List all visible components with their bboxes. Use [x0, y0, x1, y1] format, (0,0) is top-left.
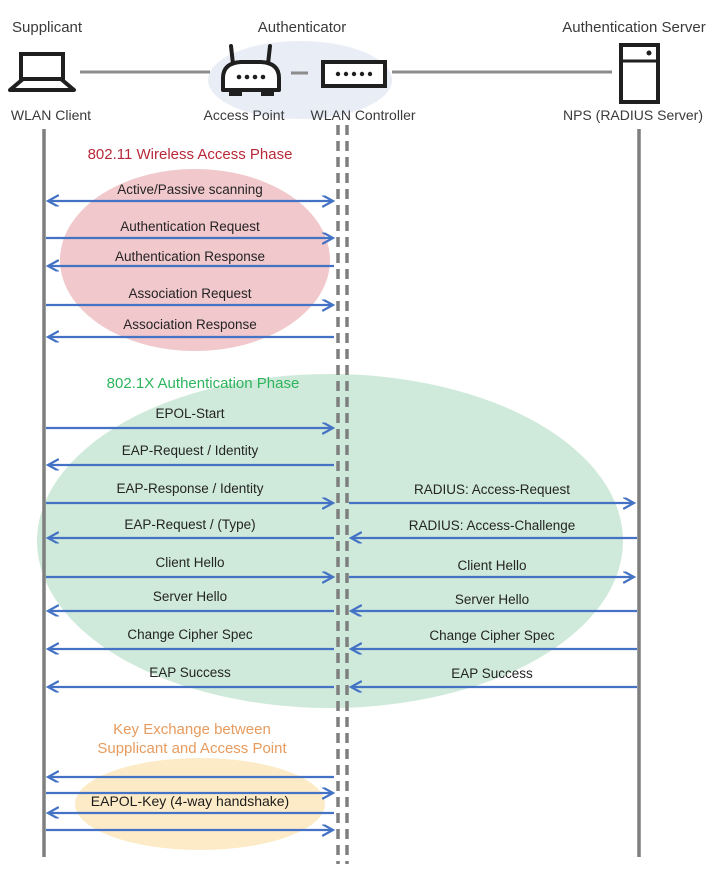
msg-active-passive-scanning: Active/Passive scanning	[117, 182, 263, 197]
device-label-access-point: Access Point	[203, 107, 285, 123]
laptop-icon	[8, 52, 76, 92]
msg-server-hello-left: Server Hello	[152, 589, 228, 604]
phase-title-80211: 802.11 Wireless Access Phase	[87, 146, 293, 163]
access-point-foot	[261, 90, 274, 96]
msg-eap-request-identity: EAP-Request / Identity	[121, 443, 259, 458]
message-arrows-left	[46, 201, 334, 830]
phase-title-key-line2: Supplicant and Access Point	[97, 739, 287, 757]
msg-change-cipher-spec-left: Change Cipher Spec	[127, 627, 253, 642]
access-point-icon	[221, 44, 281, 96]
msg-eap-success-left: EAP Success	[149, 665, 231, 680]
msg-eap-response-identity: EAP-Response / Identity	[116, 481, 264, 496]
msg-client-hello-left: Client Hello	[155, 555, 225, 570]
msg-authentication-response: Authentication Response	[114, 249, 266, 264]
msg-authentication-request: Authentication Request	[120, 219, 260, 234]
msg-change-cipher-spec-right: Change Cipher Spec	[429, 628, 555, 643]
msg-eap-success-right: EAP Success	[451, 666, 533, 681]
message-arrows-right	[349, 503, 637, 687]
phase-key-exchange-ellipse	[75, 758, 325, 850]
phase-title-key-line1: Key Exchange between	[113, 721, 271, 738]
device-label-wlan-client: WLAN Client	[10, 107, 92, 123]
phase-8021x-ellipse	[37, 374, 623, 708]
msg-client-hello-right: Client Hello	[457, 558, 527, 573]
phase-title-8021x: 802.1X Authentication Phase	[106, 375, 300, 392]
msg-association-response: Association Response	[123, 317, 257, 332]
msg-eapol-key: EAPOL-Key (4-way handshake)	[90, 793, 290, 809]
msg-server-hello-right: Server Hello	[454, 592, 530, 607]
msg-radius-access-request: RADIUS: Access-Request	[413, 482, 571, 497]
role-supplicant: Supplicant	[12, 19, 83, 36]
wlan-controller-icon	[321, 60, 387, 88]
msg-radius-access-challenge: RADIUS: Access-Challenge	[408, 518, 576, 533]
msg-association-request: Association Request	[128, 286, 252, 301]
msg-epol-start: EPOL-Start	[155, 406, 225, 421]
device-label-wlan-controller: WLAN Controller	[310, 107, 416, 123]
access-point-foot	[229, 90, 242, 96]
msg-eap-request-type: EAP-Request / (Type)	[124, 517, 256, 532]
role-authentication-server: Authentication Server	[562, 19, 706, 36]
role-authenticator: Authenticator	[257, 19, 347, 36]
device-label-nps: NPS (RADIUS Server)	[562, 107, 704, 123]
server-icon	[619, 43, 660, 104]
